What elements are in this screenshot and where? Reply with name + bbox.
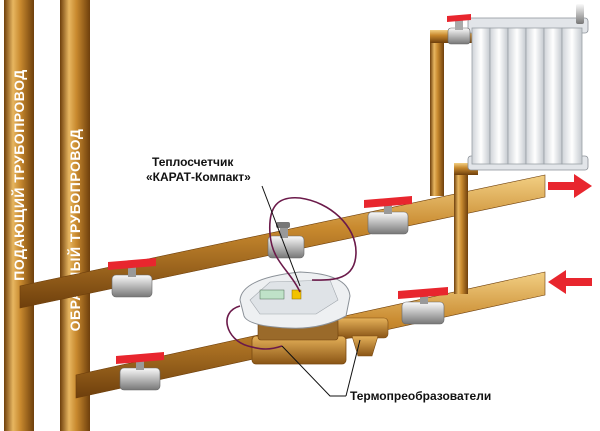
outflow-arrow <box>548 174 592 198</box>
strainer-filter <box>335 317 389 357</box>
supply-pipe-vertical <box>4 0 34 431</box>
inflow-arrow <box>548 270 592 294</box>
sensor-cable <box>226 305 283 350</box>
sensors-label: Термопреобразователи <box>350 389 491 403</box>
supply-pipe-label: ПОДАЮЩИЙ ТРУБОПРОВОД <box>10 69 27 280</box>
valve-supply-mid <box>267 222 305 259</box>
meter-cable <box>268 196 357 293</box>
return-pipe-vertical <box>60 0 90 431</box>
valve-return-left <box>116 352 164 391</box>
radiator-valve <box>447 14 471 45</box>
radiator <box>467 4 589 171</box>
heat-meter <box>239 271 351 365</box>
sensors-leader-line-2 <box>345 339 361 397</box>
meter-leader-line <box>261 185 301 287</box>
valve-supply-right <box>364 196 412 235</box>
valve-supply-left <box>108 258 156 298</box>
meter-label-line1: Теплосчетчик <box>152 155 234 169</box>
meter-label-line2: «КАРАТ-Компакт» <box>146 170 251 184</box>
return-pipe-label: ОБРАТНЫЙ ТРУБОПРОВОД <box>66 129 83 332</box>
valve-return-right <box>398 287 448 325</box>
sensors-leader-line <box>281 345 346 397</box>
